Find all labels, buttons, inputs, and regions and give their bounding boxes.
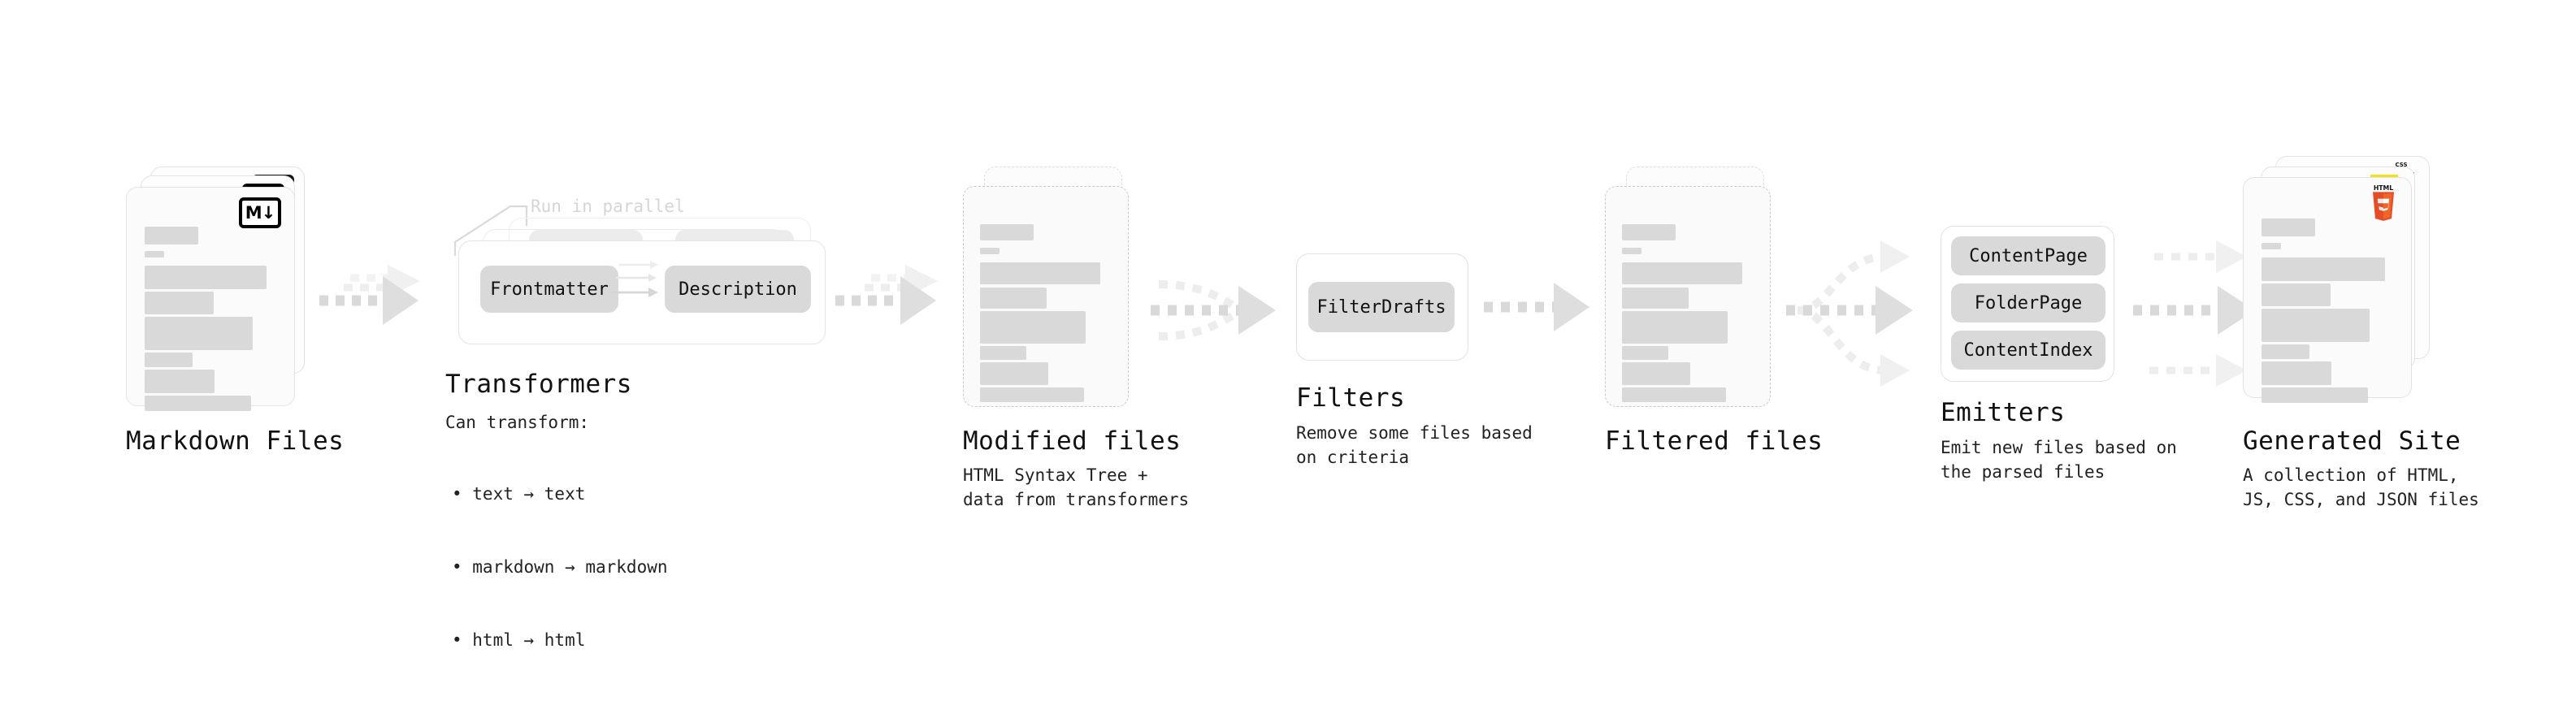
label-transformers: Transformers [445, 370, 632, 399]
arrowhead-faint [1880, 240, 1910, 273]
skeleton-bar [2262, 243, 2281, 249]
skeleton-bar [980, 224, 1034, 240]
connector-filtered-to-emitters [1786, 240, 1913, 387]
arrowhead [1554, 283, 1589, 331]
skeleton-bar [145, 317, 253, 350]
skeleton-bar [145, 292, 214, 314]
document-front[interactable]: M↓ [126, 187, 295, 411]
emitters-subtitle: Emit new files based on the parsed files [1941, 438, 2177, 482]
document-front[interactable]: HTML [2243, 177, 2412, 403]
stage-markdown-files[interactable]: M↓ M↓ M↓ [126, 167, 313, 411]
label-modified-files: Modified files [963, 426, 1182, 456]
markdown-badge: M↓ [239, 197, 281, 228]
stage-filters[interactable]: FilterDrafts [1296, 253, 1468, 361]
skeleton-bar [980, 346, 1026, 360]
skeleton-bar [2262, 283, 2331, 306]
stage-transformers[interactable]: Run in parallel Frontmatter Description … [445, 195, 827, 357]
label-markdown-files: Markdown Files [126, 426, 345, 456]
skeleton-bar [145, 353, 193, 367]
connector-md-to-transformers [319, 265, 420, 325]
chip-contentpage[interactable]: ContentPage [1951, 236, 2105, 275]
skeleton-bar [980, 362, 1048, 385]
skeleton-bar [145, 370, 215, 393]
bullet-item: • html → html [452, 630, 586, 650]
skeleton-bar [145, 266, 267, 289]
skeleton-bar [980, 288, 1047, 309]
skeleton-bar [1622, 346, 1668, 360]
skeleton-bar [980, 248, 1000, 254]
connector-transformers-to-modified [835, 265, 938, 325]
chip-description[interactable]: Description [665, 266, 811, 313]
label-generated-site: Generated Site [2243, 426, 2461, 456]
skeleton-bar [2262, 309, 2370, 342]
generated-site-subtitle: A collection of HTML, JS, CSS, and JSON … [2243, 465, 2479, 509]
chip-frontmatter[interactable]: Frontmatter [480, 266, 618, 313]
arrowhead [2218, 286, 2255, 335]
bullet-item: • markdown → markdown [452, 557, 668, 577]
skeleton-bar [2262, 387, 2368, 403]
arrowhead-faint [1880, 354, 1910, 387]
stage-filtered-files[interactable] [1605, 167, 1792, 410]
arrowhead-faint [2216, 354, 2247, 387]
bullet-item: • text → text [452, 484, 586, 504]
skeleton-bar [1622, 288, 1689, 309]
skeleton-bar [1622, 362, 1690, 385]
skeleton-bar [980, 311, 1086, 344]
skeleton-bar [2262, 344, 2309, 359]
connector-modified-to-filters [1151, 280, 1276, 340]
skeleton-bar [980, 262, 1100, 284]
arrowhead-faint [2216, 240, 2247, 273]
skeleton-bar [1622, 224, 1676, 240]
html5-badge: HTML [2372, 184, 2395, 221]
svg-text:HTML: HTML [2374, 184, 2393, 192]
connector-filters-to-filtered [1484, 283, 1589, 331]
arrowhead [383, 276, 418, 325]
transformers-subtitle: Can transform: [445, 413, 590, 432]
document-front[interactable] [963, 186, 1129, 407]
skeleton-bar [145, 251, 164, 257]
arrowhead [1238, 286, 1276, 335]
skeleton-bar [145, 396, 251, 411]
label-emitters: Emitters [1941, 398, 2066, 427]
skeleton-bar [1622, 387, 1726, 402]
label-filtered-files: Filtered files [1605, 426, 1824, 456]
skeleton-bar [1622, 262, 1742, 284]
connector-emitters-to-site [2133, 240, 2255, 387]
stage-emitters[interactable]: ContentPage FolderPage ContentIndex [1941, 226, 2114, 382]
stage-generated-site[interactable]: CSS HTML [2243, 156, 2454, 416]
skeleton-bar [2262, 257, 2385, 281]
modified-files-subtitle: HTML Syntax Tree + data from transformer… [963, 465, 1190, 509]
pipeline-diagram: M↓ M↓ M↓ Markdown Files [126, 156, 2479, 650]
skeleton-bar [2262, 219, 2315, 236]
filters-subtitle: Remove some files based on criteria [1296, 423, 1533, 467]
skeleton-bar [1622, 311, 1728, 344]
label-run-in-parallel: Run in parallel [531, 197, 685, 216]
chip-folderpage[interactable]: FolderPage [1951, 283, 2105, 322]
skeleton-bar [2262, 361, 2331, 385]
stage-modified-files[interactable] [963, 167, 1150, 410]
skeleton-bar [145, 227, 198, 244]
skeleton-bar [980, 387, 1084, 402]
chip-contentindex[interactable]: ContentIndex [1951, 331, 2105, 370]
document-front[interactable] [1605, 186, 1771, 407]
transformers-bullets: • text → text • markdown → markdown • ht… [452, 433, 668, 701]
arrowhead [1876, 286, 1913, 335]
transformer-group-front[interactable]: Frontmatter Description [458, 240, 826, 344]
skeleton-bar [1622, 248, 1641, 254]
chip-filterdrafts[interactable]: FilterDrafts [1308, 282, 1455, 332]
label-filters: Filters [1296, 383, 1406, 413]
